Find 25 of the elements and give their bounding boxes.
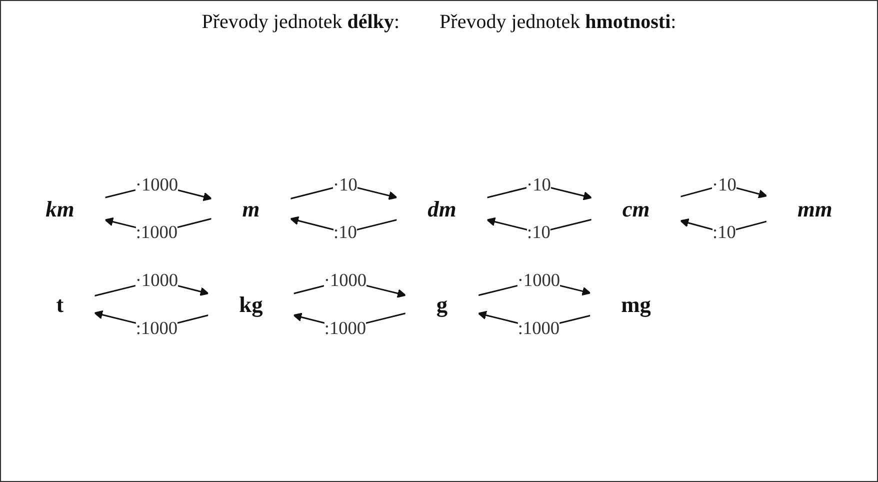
edge-label: :1000: [324, 318, 366, 338]
node-text: cm: [622, 196, 650, 222]
edge-label: :1000: [136, 222, 178, 242]
edge-label: :10: [712, 222, 736, 242]
section-heading: Převody jednotek hmotnosti:: [440, 11, 676, 34]
edge-label: ·10: [712, 174, 736, 194]
node-text: g: [436, 292, 448, 318]
edge-label: ·10: [526, 174, 551, 194]
edge-label: :10: [526, 222, 550, 242]
node-text: dm: [428, 196, 456, 222]
node-text: t: [56, 292, 64, 318]
node-text: mm: [797, 196, 832, 222]
node-text: km: [46, 196, 74, 222]
node-text: m: [242, 196, 260, 222]
edge-label: ·1000: [135, 270, 178, 290]
edge-label: :1000: [136, 318, 178, 338]
edge-label: :1000: [518, 318, 560, 338]
section-heading: Převody jednotek délky:: [202, 11, 400, 34]
edge-label: ·1000: [324, 270, 367, 290]
edge-label: ·1000: [517, 270, 560, 290]
node-text: mg: [621, 292, 651, 318]
node-text: kg: [239, 292, 263, 318]
edge-label: ·10: [333, 174, 358, 194]
edge-label: :10: [334, 222, 357, 242]
edge-label: ·1000: [135, 174, 178, 194]
